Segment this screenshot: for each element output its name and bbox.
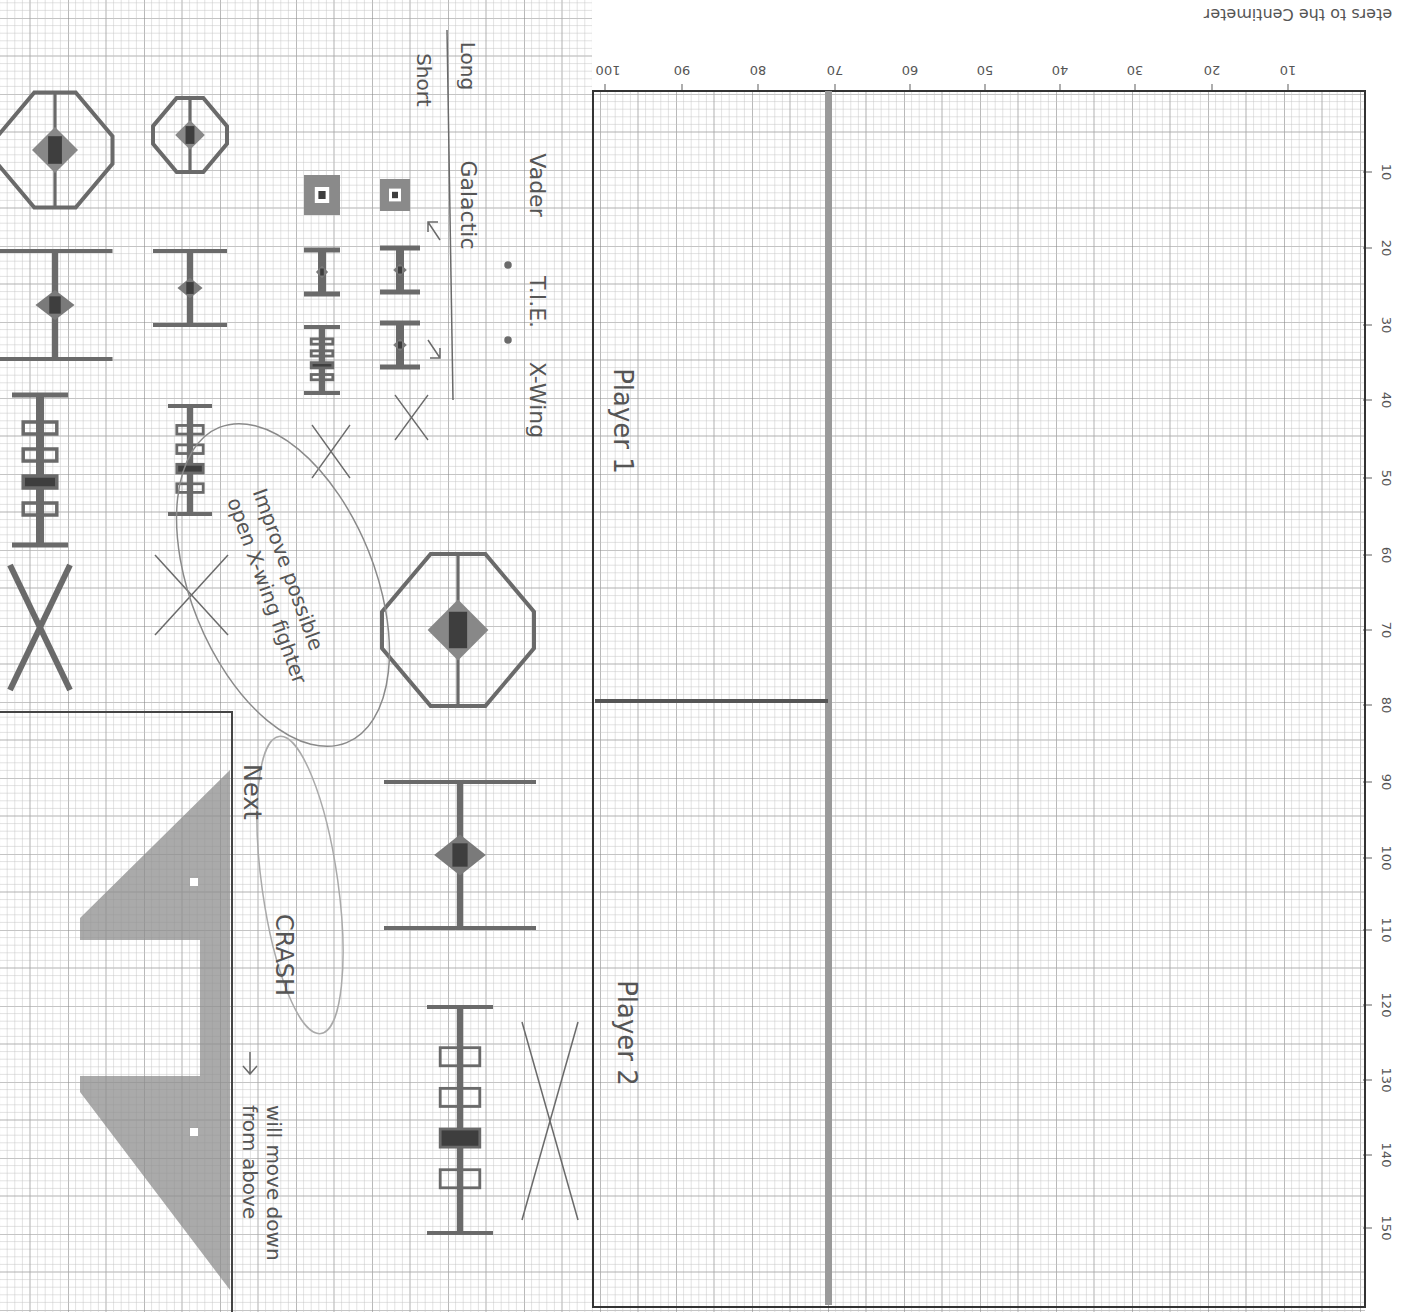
small-sprite (304, 175, 340, 215)
note-text: Improve possible open X-wing fighter (220, 485, 339, 691)
vader-sprite (0, 93, 113, 208)
axis-number: 30 (1378, 317, 1394, 334)
small-sprite (380, 179, 410, 211)
pencil-note: Vader (524, 153, 550, 216)
pencil-note: X-Wing (524, 362, 550, 438)
tie-sprite (380, 248, 420, 292)
axis-ticks (605, 84, 1372, 1228)
cross-out-mark (395, 395, 428, 440)
axis-number: 50 (1378, 470, 1394, 487)
axis-number: 50 (977, 62, 994, 78)
axis-number: 130 (1378, 1068, 1394, 1093)
tie-sprite (153, 251, 227, 325)
axis-number: 100 (596, 62, 621, 78)
pencil-note: T.I.E. (524, 276, 550, 328)
pencil-note: Short (412, 53, 436, 107)
pencil-note: Long (456, 42, 480, 90)
x-wing-sprite (304, 327, 340, 393)
axis-number: 70 (1378, 622, 1394, 639)
axis-number: 20 (1378, 240, 1394, 257)
x-wing-sprite (427, 1007, 493, 1233)
paper-header: eters to the Centimeter (1204, 4, 1392, 23)
vader-sprite (153, 98, 227, 172)
player-area: Player 2 (596, 703, 825, 1305)
axis-number: 60 (1378, 547, 1394, 564)
pencil-note: CRASH (270, 914, 299, 996)
sprite-drawings (0, 93, 578, 1234)
player-label: Player 1 (604, 368, 639, 474)
pencil-note: will move down from above (238, 1105, 286, 1275)
axis-number: 40 (1052, 62, 1069, 78)
pencil-note: Galactic (455, 160, 481, 249)
tie-sprite (380, 323, 420, 367)
cross-out-mark (312, 425, 350, 478)
axis-number: 100 (1378, 846, 1394, 871)
play-field-frame (593, 91, 1365, 1307)
vader-sprite (382, 554, 534, 706)
axis-number: 20 (1204, 62, 1221, 78)
tie-sprite (304, 250, 340, 294)
axis-number: 80 (1378, 697, 1394, 714)
axis-number: 150 (1378, 1216, 1394, 1241)
graph-paper (0, 0, 1365, 1312)
axis-number: 140 (1378, 1143, 1394, 1168)
axis-number: 30 (1127, 62, 1144, 78)
pencil-note: Next (238, 764, 267, 820)
note-callout: Improve possible open X-wing fighter (168, 420, 398, 750)
tie-sprite (0, 251, 113, 359)
player-area: Player 1 (596, 93, 825, 699)
axis-number: 80 (750, 62, 767, 78)
tie-sprite (384, 782, 536, 928)
axis-number: 60 (902, 62, 919, 78)
x-wing-sprite (12, 395, 68, 545)
axis-number: 10 (1280, 62, 1297, 78)
crash-terrain (0, 712, 232, 1312)
axis-number: 90 (1378, 774, 1394, 791)
cross-out-mark (155, 555, 228, 635)
cross-out-mark (522, 1022, 578, 1220)
axis-number: 40 (1378, 392, 1394, 409)
x-wing-sprite (168, 406, 212, 514)
player-label: Player 2 (608, 980, 643, 1086)
cross-out-mark (10, 565, 70, 690)
axis-number: 70 (827, 62, 844, 78)
axis-number: 120 (1378, 993, 1394, 1018)
axis-number: 90 (674, 62, 691, 78)
axis-number: 110 (1378, 918, 1394, 943)
axis-number: 10 (1378, 164, 1394, 181)
